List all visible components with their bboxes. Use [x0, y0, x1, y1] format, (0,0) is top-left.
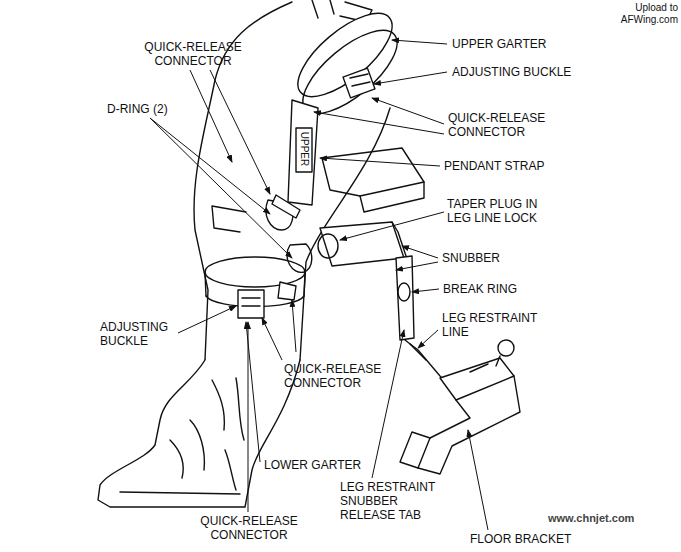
strap-marking: UPPER [298, 129, 310, 169]
part-label: UPPER GARTER [452, 37, 592, 51]
watermark: Upload to AFWing.com [612, 2, 678, 26]
part-label: LOWER GARTER [264, 458, 394, 472]
part-label: QUICK-RELEASE CONNECTOR [193, 514, 305, 542]
part-label: ADJUSTING BUCKLE [100, 320, 190, 348]
part-label: LEG RESTRAINT SNUBBER RELEASE TAB [340, 480, 440, 522]
part-label: SNUBBER [442, 251, 542, 265]
part-label: ADJUSTING BUCKLE [452, 65, 612, 79]
part-label: FLOOR BRACKET [470, 532, 590, 546]
part-label: TAPER PLUG IN LEG LINE LOCK [447, 197, 559, 225]
part-label: PENDANT STRAP [444, 159, 584, 173]
watermark: www.chnjet.com [548, 512, 658, 525]
part-label: QUICK-RELEASE CONNECTOR [284, 362, 396, 390]
part-label: D-RING (2) [107, 102, 197, 116]
part-label: BREAK RING [443, 282, 553, 296]
part-label: QUICK-RELEASE CONNECTOR [448, 111, 560, 139]
part-label: QUICK-RELEASE CONNECTOR [138, 40, 248, 68]
part-label: LEG RESTRAINT LINE [442, 311, 557, 339]
